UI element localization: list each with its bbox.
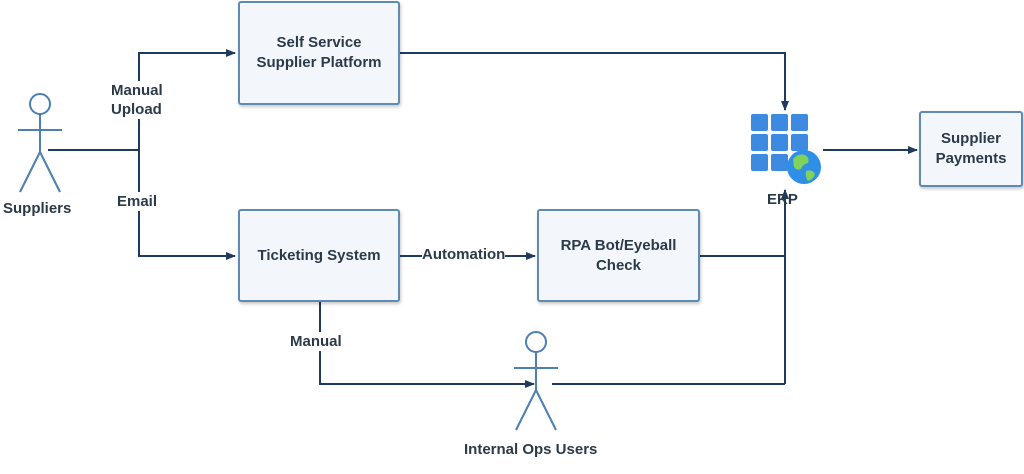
automation-label: Automation [422, 245, 506, 264]
rpa-bot-box[interactable]: RPA Bot/Eyeball Check [537, 209, 700, 302]
manual-upload-label: Manual Upload [111, 81, 163, 119]
manual-label: Manual [290, 332, 342, 351]
suppliers-label: Suppliers [3, 199, 72, 218]
erp-icon[interactable] [748, 111, 824, 191]
internal-ops-label: Internal Ops Users [464, 440, 598, 459]
email-label: Email [117, 192, 158, 211]
supplier-payments-box[interactable]: Supplier Payments [919, 111, 1023, 187]
edge-email [138, 150, 236, 260]
ticketing-system-box[interactable]: Ticketing System [238, 209, 400, 302]
self-service-platform-box[interactable]: Self Service Supplier Platform [238, 1, 400, 105]
suppliers-actor-icon [14, 92, 66, 194]
edge-selfservice-erp [400, 52, 789, 111]
internal-ops-actor-icon [510, 330, 562, 432]
edge-manual [319, 302, 535, 388]
erp-label: ERP [767, 191, 798, 208]
